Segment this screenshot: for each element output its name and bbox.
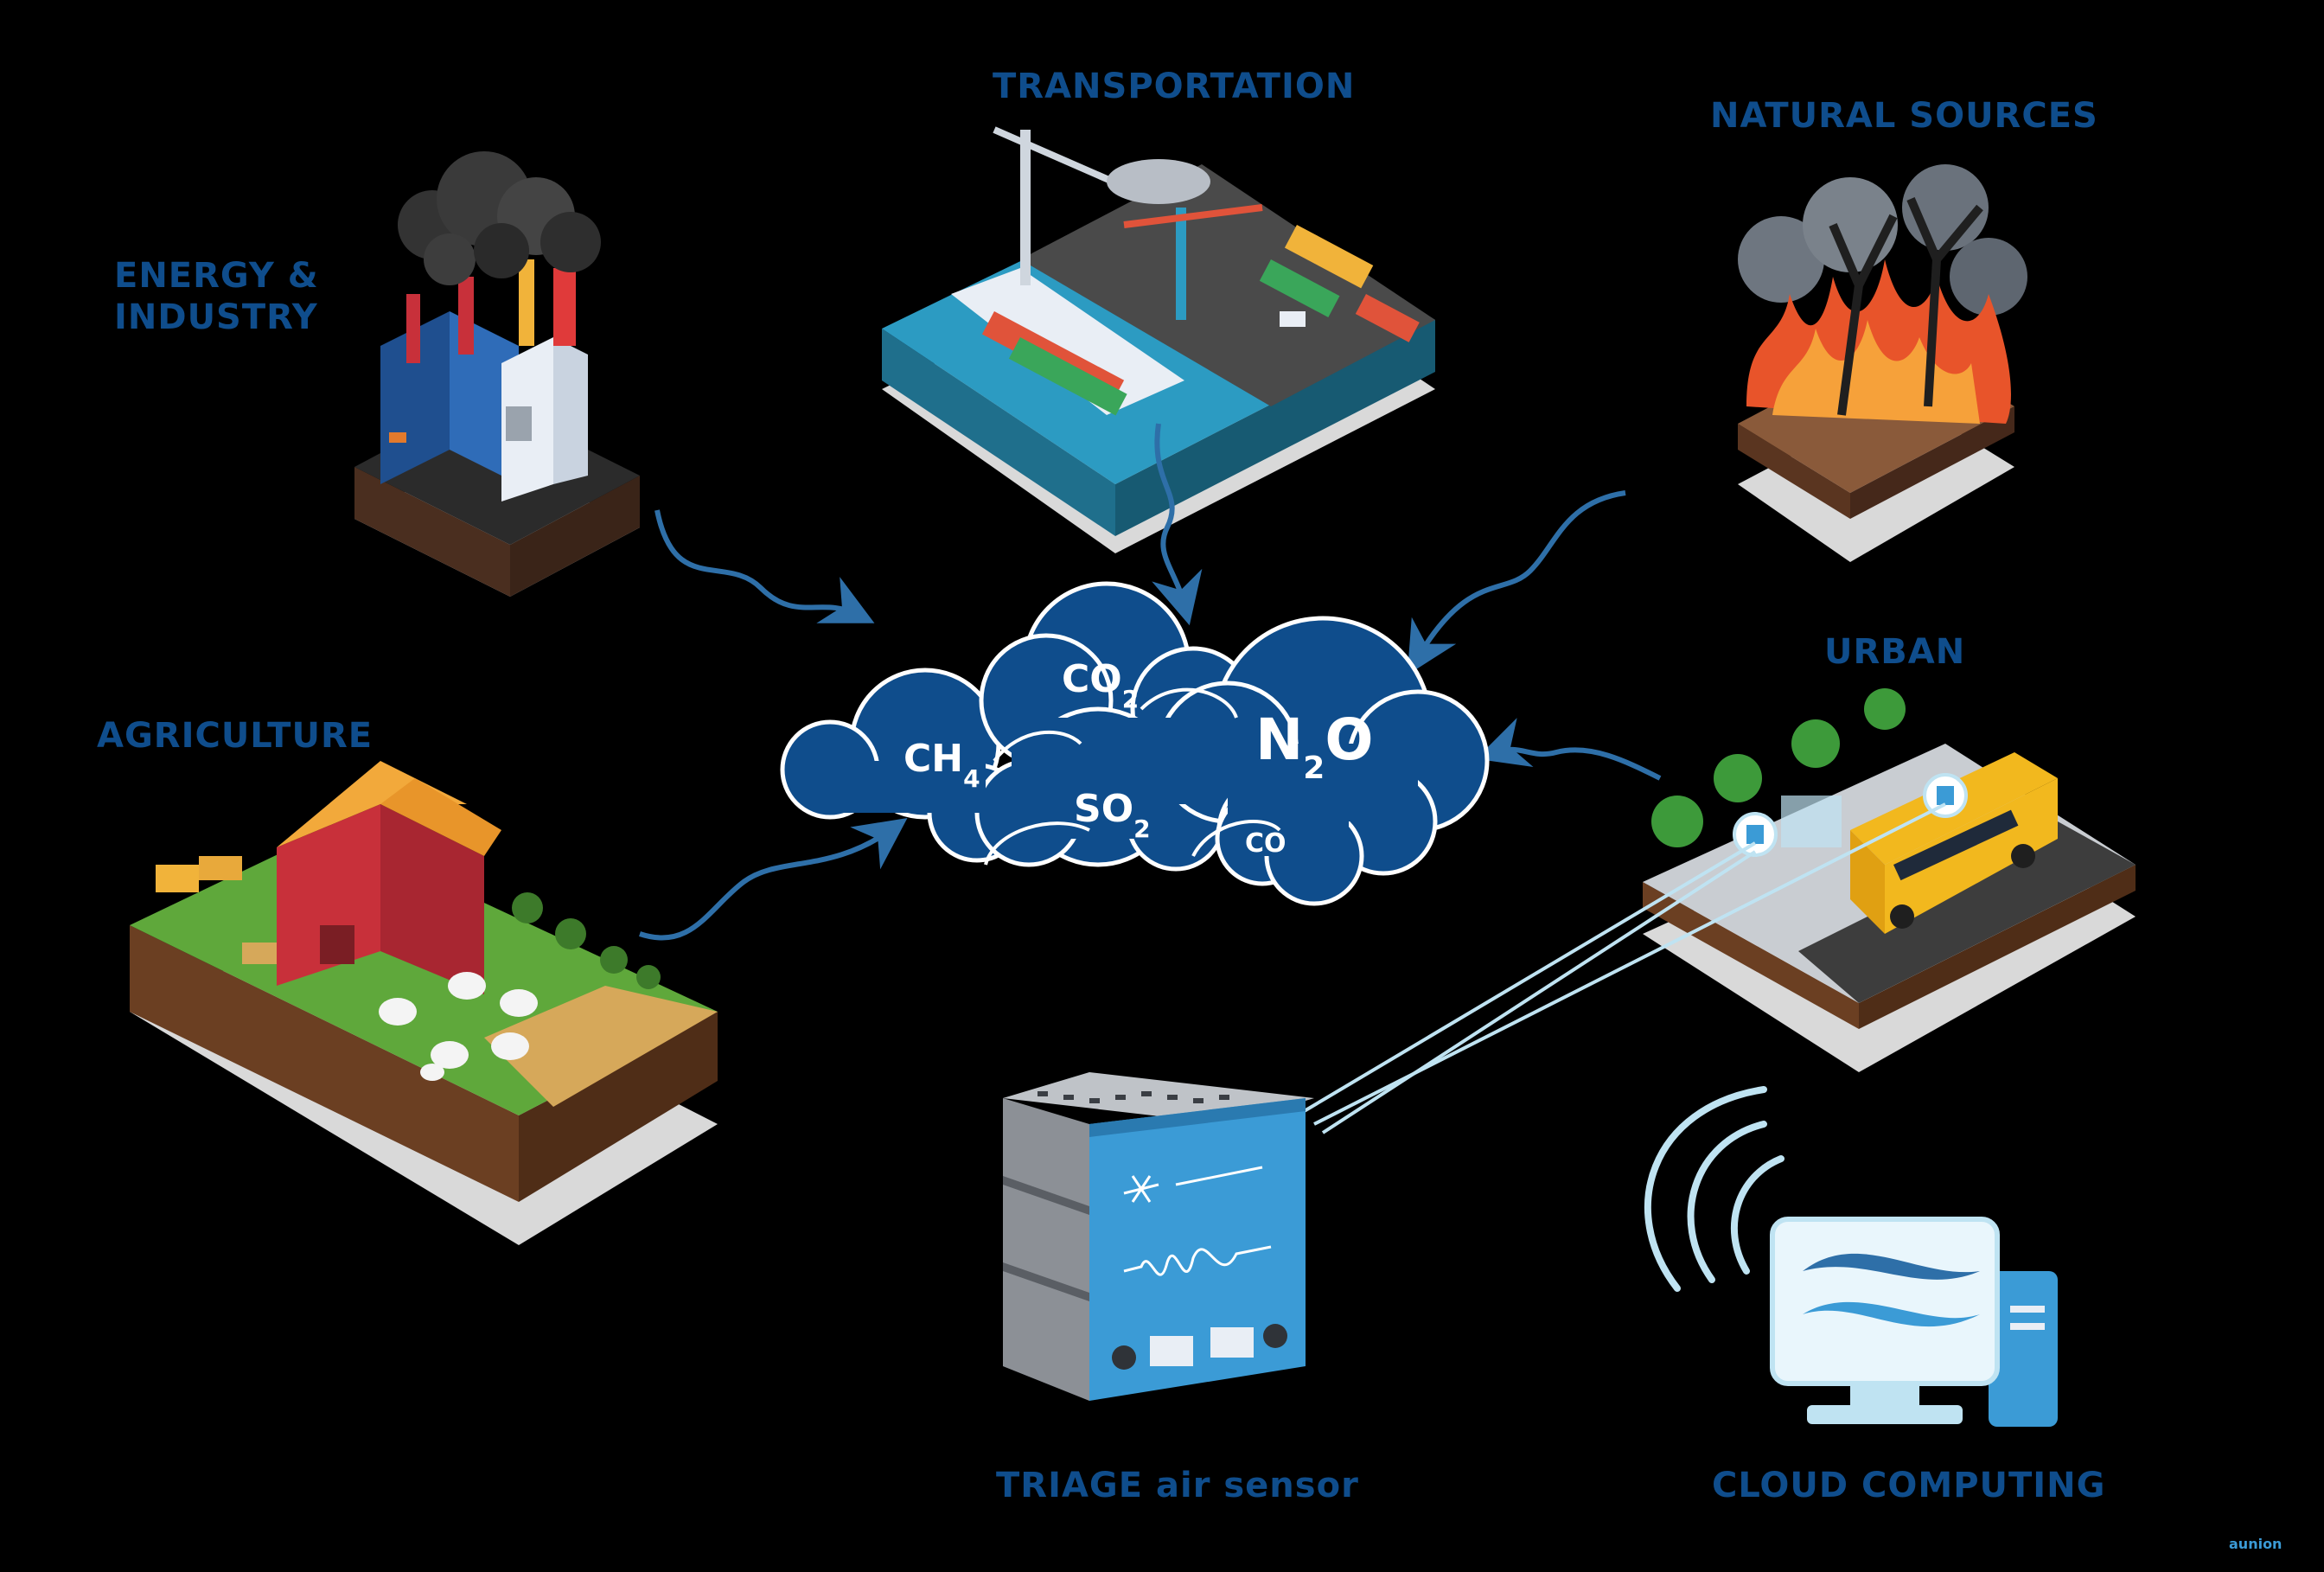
port-icon — [882, 126, 1435, 553]
label-natural-sources: NATURAL SOURCES — [1710, 96, 2098, 136]
sensor-device-icon — [1003, 1072, 1314, 1401]
gas-n2o: N2O — [1255, 706, 1373, 786]
gas-so2: SO2 — [1074, 787, 1151, 843]
gas-co2: CO2 — [1062, 657, 1139, 713]
wildfire-icon — [1738, 164, 2027, 562]
label-triage-sensor: TRIAGE air sensor — [996, 1466, 1359, 1505]
brand-logo: aunion — [2229, 1536, 2282, 1552]
brand-logo-text: aunion — [2229, 1536, 2282, 1552]
arrow-agriculture — [639, 818, 908, 941]
emission-arrows — [639, 423, 1662, 941]
bus-stop-icon — [1643, 688, 2136, 1072]
label-cloud-computing: CLOUD COMPUTING — [1712, 1466, 2106, 1505]
label-energy-industry: ENERGY & INDUSTRY — [114, 255, 319, 338]
arrow-energy — [654, 509, 875, 623]
factory-icon — [354, 151, 640, 597]
wifi-icon — [1644, 1086, 1784, 1292]
label-agriculture: AGRICULTURE — [97, 716, 374, 756]
label-energy-line-2: INDUSTRY — [114, 297, 318, 337]
gas-ch4: CH4 — [903, 737, 980, 793]
arrow-transportation — [1152, 423, 1203, 626]
gas-co: CO — [1245, 828, 1286, 859]
label-urban: URBAN — [1824, 632, 1966, 672]
arrow-natural — [1407, 490, 1626, 675]
label-energy-line-1: ENERGY & — [114, 256, 319, 296]
gas-cloud: CH4 CO2 SO2 N2O CO — [780, 581, 1490, 906]
farm-icon — [130, 761, 718, 1245]
computer-icon — [1770, 1217, 2058, 1427]
arrow-urban — [1476, 718, 1662, 781]
signal-lines — [1295, 802, 1946, 1134]
label-transportation: TRANSPORTATION — [993, 67, 1356, 106]
